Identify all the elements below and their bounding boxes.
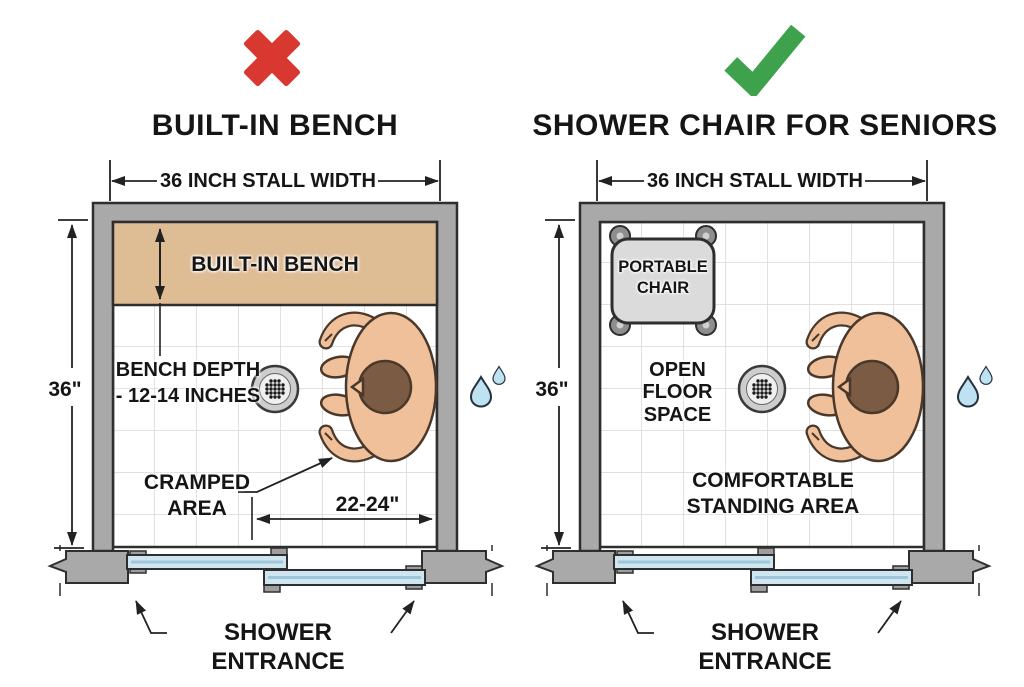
standing-area-label: COMFORTABLE STANDING AREA [686,469,860,519]
left-stall-depth-label: 36" [48,378,82,401]
open-floor-label: OPEN FLOOR SPACE [642,359,713,426]
right-stall-depth-label: 36" [535,378,569,401]
built-in-bench [111,220,439,307]
chair-seat [610,237,716,325]
right-stall-width-label: 36 INCH STALL WIDTH [647,170,863,192]
bench-depth-label: BENCH DEPTH - 12-14 INCHES [115,359,261,407]
right-stall [537,160,992,633]
portable-chair-label: PORTABLE CHAIR [618,258,708,298]
left-stall-width-label: 36 INCH STALL WIDTH [160,170,376,192]
cramped-area-label: CRAMPED AREA [143,471,251,520]
x-mark-icon [237,23,307,98]
bench-label: BUILT-IN BENCH [191,253,359,276]
left-title: BUILT-IN BENCH [151,109,399,142]
right-entrance-label: SHOWER ENTRANCE [698,619,832,676]
clearance-label: 22-24" [335,493,400,516]
right-title: SHOWER CHAIR FOR SENIORS [532,109,998,142]
portable-chair-group [609,225,717,336]
cramped-area-arrow [238,457,333,493]
built-in-bench-group [111,220,439,540]
checkmark-icon [721,20,809,101]
left-entrance-label: SHOWER ENTRANCE [211,619,345,676]
